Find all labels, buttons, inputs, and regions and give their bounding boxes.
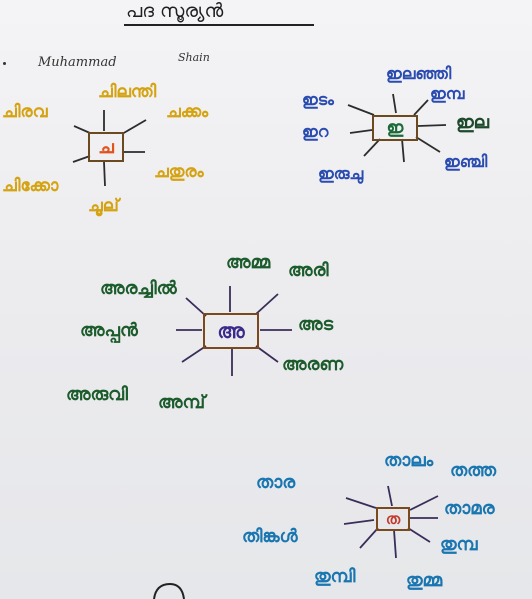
- word-thalam: താലം: [384, 450, 434, 471]
- pen-dot: [3, 62, 6, 65]
- word-ira: ഇറ: [302, 122, 329, 141]
- word-amma: അമ്മ: [226, 252, 271, 273]
- word-thamara: താമര: [444, 498, 495, 519]
- word-arachil: അരച്ചിൽ: [100, 278, 177, 299]
- word-idam: ഇടം: [302, 90, 334, 109]
- word-thumbi: തുമ്പി: [314, 566, 356, 587]
- partial-circle-mark: [153, 582, 185, 599]
- word-ambu: അമ്പ്: [158, 392, 206, 413]
- word-imba: ഇമ്പ: [430, 84, 465, 103]
- word-appan: അപ്പൻ: [80, 320, 138, 341]
- word-thinkal: തിങ്കൾ: [242, 526, 298, 547]
- word-ilanji: ഇലഞ്ഞി: [386, 64, 452, 83]
- word-inji: ഇഞ്ചി: [444, 152, 488, 171]
- word-ada: അട: [298, 314, 334, 335]
- word-thara: താര: [256, 472, 296, 493]
- web-center-a: അ: [203, 313, 259, 349]
- title-underline: [124, 24, 314, 26]
- web-center-i: ഇ: [372, 115, 418, 141]
- word-thatha: തത്ത: [450, 460, 497, 481]
- word-iruchu: ഇരുചു: [318, 164, 364, 183]
- word-thumma: തുമ്മ: [406, 570, 443, 591]
- word-chakkam: ചക്കം: [166, 102, 209, 122]
- word-arana: അരണ: [282, 354, 344, 375]
- author-name: Muhammad: [38, 55, 117, 70]
- word-ila: ഇല: [456, 112, 490, 133]
- word-thumba: തുമ്പ: [440, 534, 478, 555]
- web-tha-rays: [343, 485, 439, 559]
- web-a-rays: [176, 286, 292, 376]
- word-chikko: ചിക്കോ: [2, 176, 59, 196]
- author-suffix: Shain: [178, 51, 210, 64]
- web-cha-rays: [72, 110, 147, 187]
- page-title: പദ സൂര്യൻ: [126, 0, 224, 22]
- word-aruvi: അരുവി: [66, 384, 128, 405]
- word-ari: അരി: [288, 260, 329, 281]
- word-chilanthi: ചിലന്തി: [98, 82, 157, 102]
- web-i-rays: [347, 93, 447, 163]
- word-chirava: ചിരവ: [2, 102, 48, 122]
- web-center-cha: ച: [88, 132, 124, 162]
- web-center-tha: ത: [376, 507, 410, 531]
- word-chool: ചൂല്: [88, 196, 119, 216]
- word-chathuram: ചതുരം: [154, 162, 204, 182]
